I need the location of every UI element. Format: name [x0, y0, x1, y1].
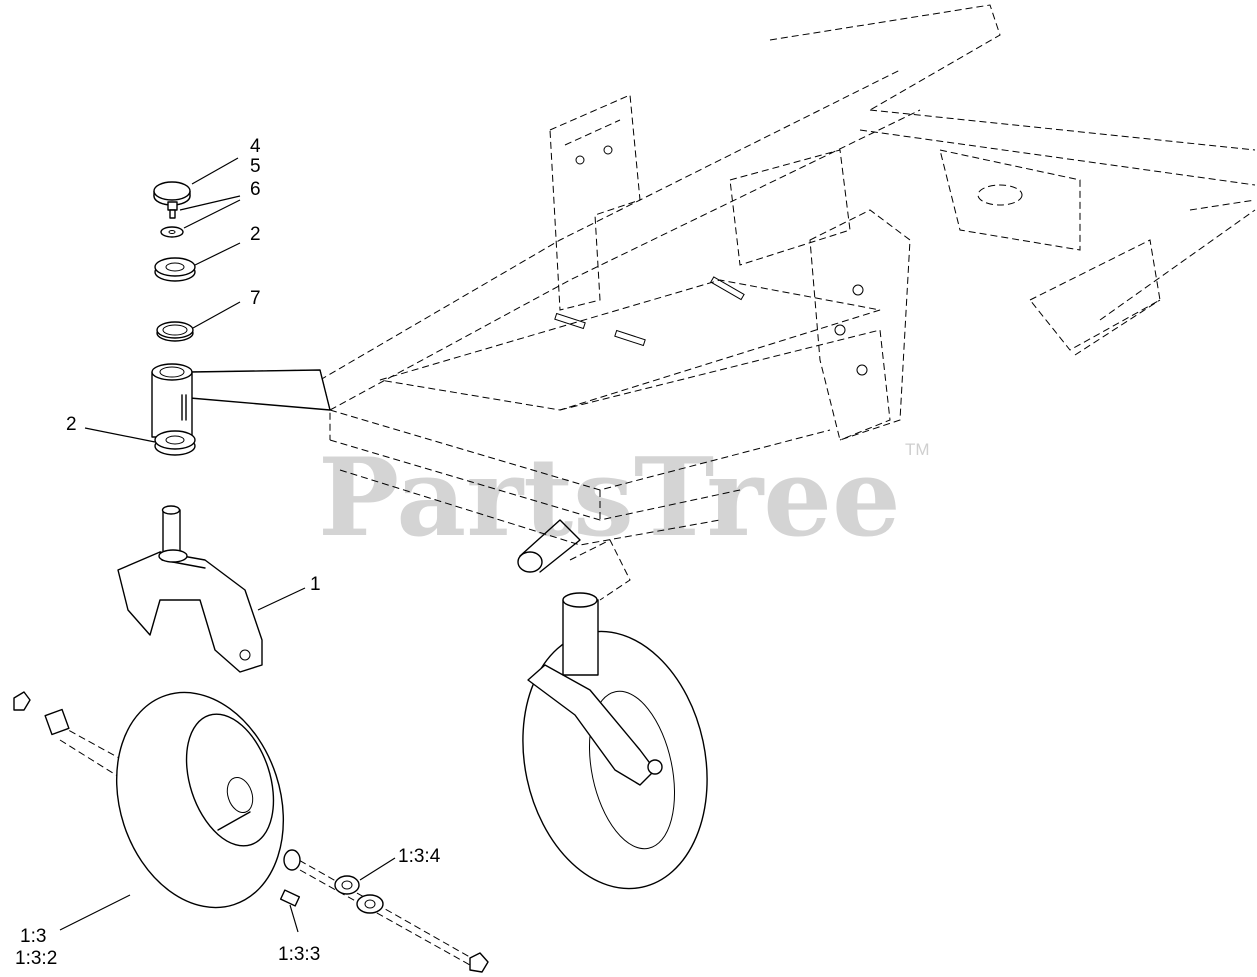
part-2-bearing-lower [154, 430, 196, 456]
part-1-3-wheel [49, 691, 476, 966]
callout-1-3-4: 1:3:4 [398, 846, 441, 867]
watermark-trademark: TM [905, 440, 930, 459]
watermark-text: PartsTree [318, 435, 901, 561]
callout-4: 4 [250, 136, 261, 157]
axle-hardware [13, 691, 489, 973]
assembled-caster-wheel [522, 592, 708, 890]
caster-arm [151, 363, 331, 438]
part-7-seal [156, 321, 194, 342]
callout-1: 1 [310, 574, 321, 595]
callout-2-lower: 2 [66, 414, 77, 435]
mower-frame [189, 4, 1256, 601]
callout-1-3: 1:3 [20, 926, 46, 947]
callout-7: 7 [250, 288, 261, 309]
part-4-dust-cap [153, 181, 191, 206]
callout-5: 5 [250, 156, 261, 177]
part-6-washer [160, 226, 184, 238]
leader-lines [59, 157, 396, 933]
part-1-caster-fork [117, 505, 263, 673]
part-2-bearing-upper [154, 257, 196, 282]
part-5-bolt [167, 201, 178, 219]
callout-1-3-3: 1:3:3 [278, 944, 320, 965]
callout-2-upper: 2 [250, 224, 261, 245]
callout-labels: 4 5 6 2 7 2 1 1:3:4 1:3 1:3:2 1:3:3 [15, 136, 441, 969]
callout-6: 6 [250, 179, 261, 200]
callout-1-3-2: 1:3:2 [15, 948, 57, 969]
